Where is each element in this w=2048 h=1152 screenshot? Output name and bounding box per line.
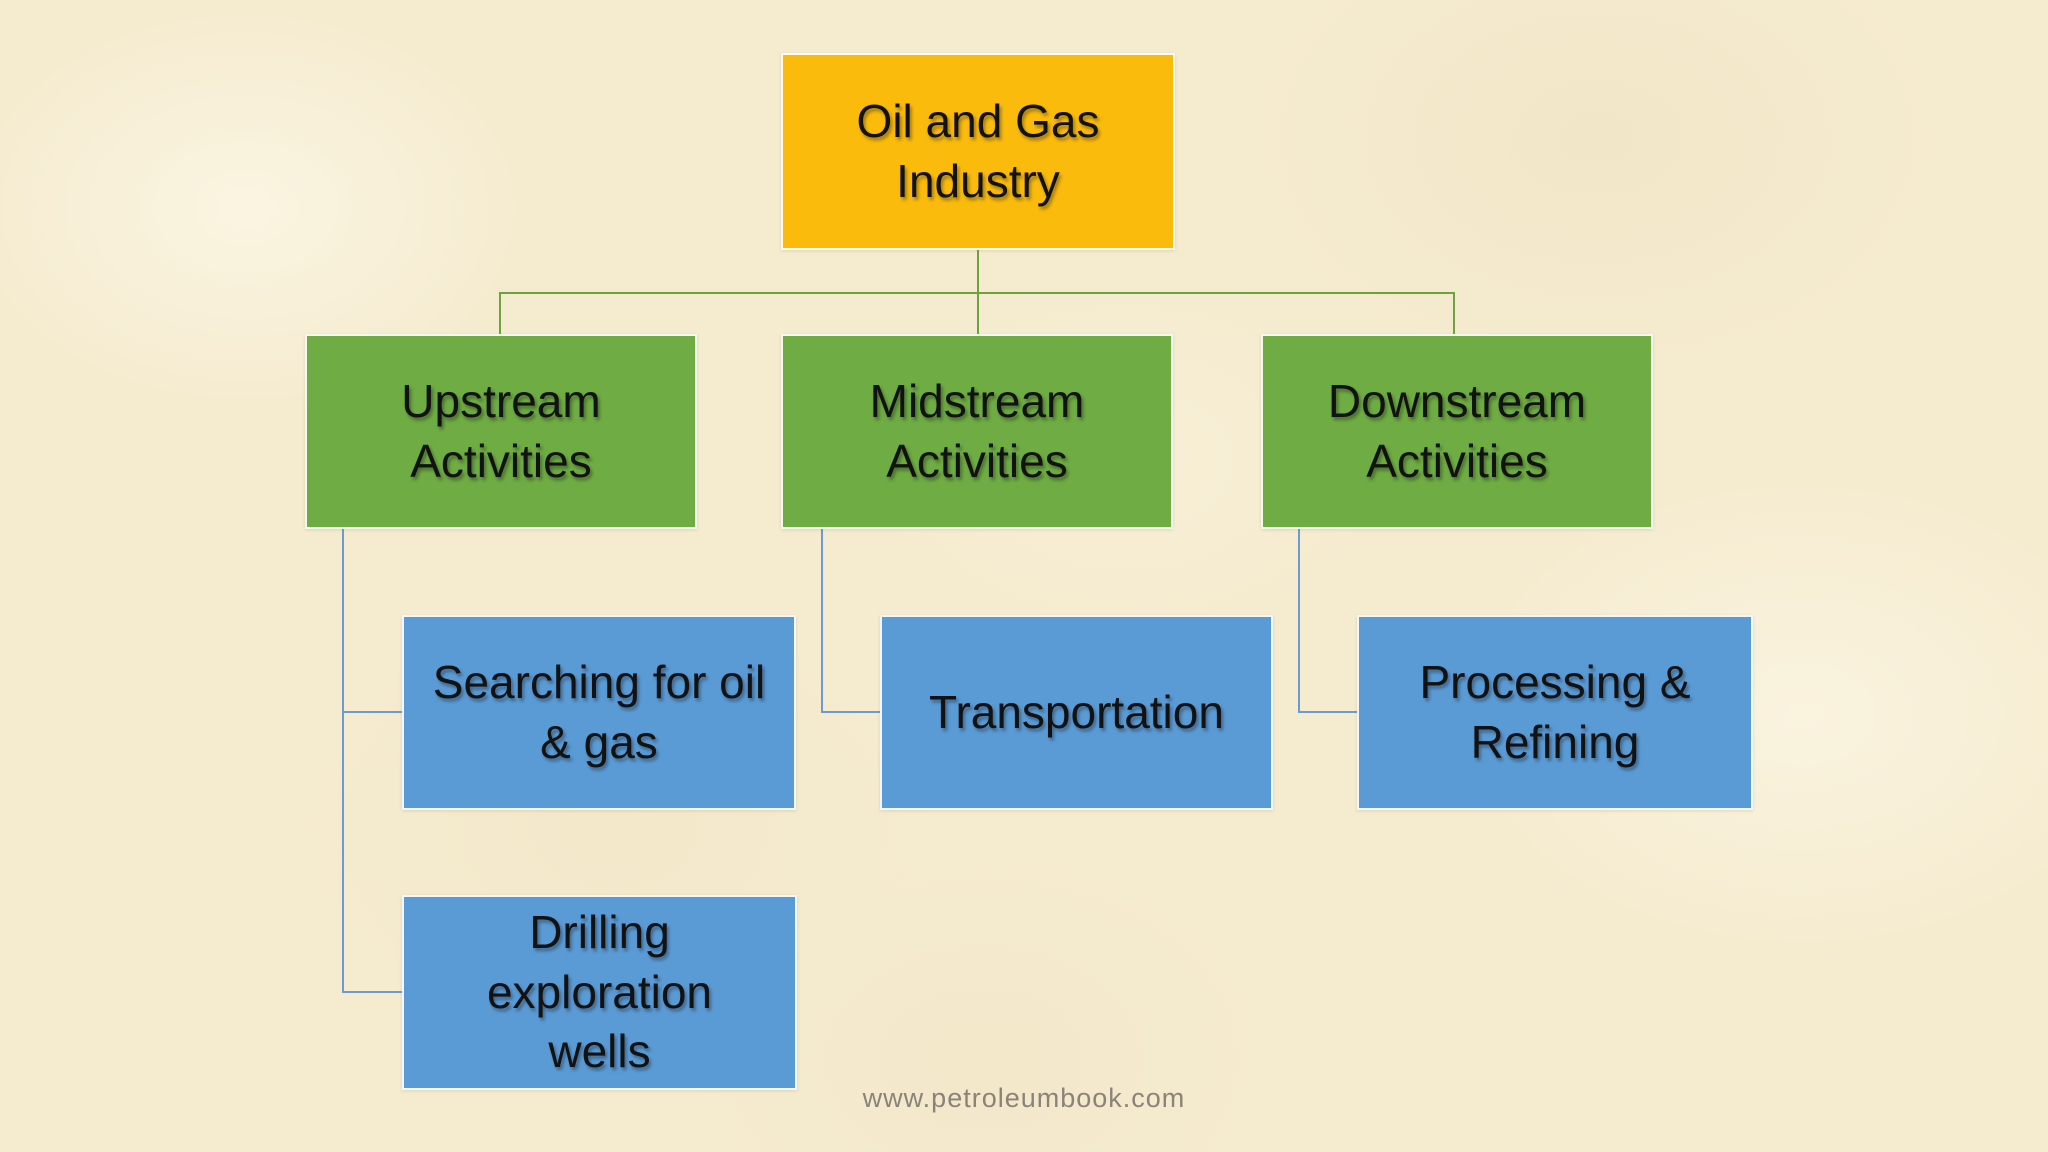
- node-midstream-activities: Midstream Activities: [781, 334, 1173, 529]
- node-label-transportation: Transportation: [929, 685, 1224, 738]
- node-label-upstream-activities: Upstream Activities: [401, 374, 601, 487]
- connector-drop-upstream: [499, 292, 501, 336]
- connector-upstream-to-searching: [342, 711, 402, 713]
- node-transportation: Transportation: [880, 615, 1273, 810]
- node-label-searching-for-oil-and-gas: Searching for oil & gas: [432, 655, 766, 768]
- connector-drop-midstream: [977, 292, 979, 336]
- node-label-drilling-exploration-wells: Drilling exploration wells: [486, 905, 713, 1078]
- node-drilling-exploration-wells: Drilling exploration wells: [402, 895, 797, 1090]
- connector-upstream-trunk: [342, 529, 344, 993]
- node-downstream-activities: Downstream Activities: [1261, 334, 1653, 529]
- connector-downstream-trunk: [1298, 529, 1300, 713]
- connector-midstream-to-transportation: [821, 711, 880, 713]
- node-label-midstream-activities: Midstream Activities: [869, 374, 1085, 487]
- node-label-processing-refining: Processing & Refining: [1419, 655, 1691, 768]
- connector-midstream-trunk: [821, 529, 823, 713]
- node-searching-for-oil-and-gas: Searching for oil & gas: [402, 615, 796, 810]
- node-oil-and-gas-industry: Oil and Gas Industry: [781, 53, 1175, 250]
- connector-downstream-to-processing: [1298, 711, 1357, 713]
- node-label-oil-and-gas-industry: Oil and Gas Industry: [856, 94, 1100, 207]
- watermark-text: www.petroleumbook.com: [862, 1083, 1186, 1113]
- connector-root-vertical: [977, 250, 979, 293]
- node-processing-refining: Processing & Refining: [1357, 615, 1753, 810]
- node-label-downstream-activities: Downstream Activities: [1327, 374, 1587, 487]
- connector-drop-downstream: [1453, 292, 1455, 336]
- connector-upstream-to-drilling: [342, 991, 402, 993]
- node-upstream-activities: Upstream Activities: [305, 334, 697, 529]
